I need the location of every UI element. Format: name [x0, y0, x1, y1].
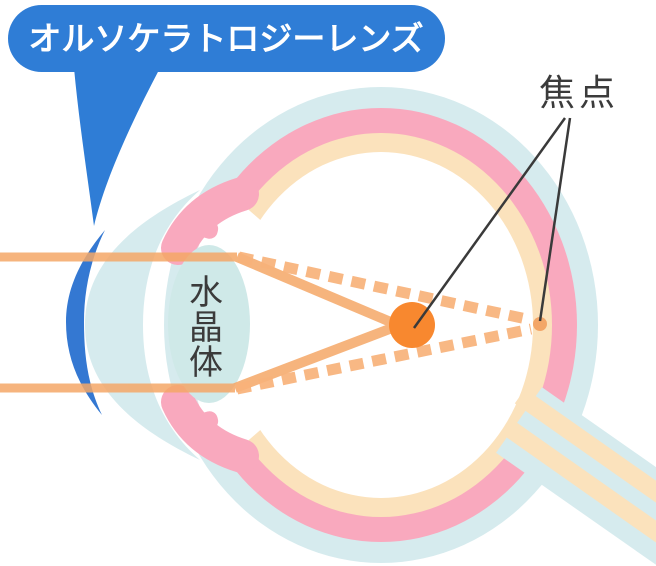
converging-ray-bottom	[233, 320, 402, 393]
lens-label-char-1: 水	[189, 274, 223, 312]
optic-nerve-fiber-lower	[500, 418, 656, 543]
crystalline-lens	[168, 245, 250, 403]
iris-upper	[161, 177, 259, 265]
ortho-k-lens	[66, 230, 105, 415]
light-rays-dashed	[235, 251, 533, 395]
pointer-line-to-retina-dot	[538, 117, 572, 322]
focus-label: 焦点	[539, 72, 619, 113]
speech-bubble-label: オルソケラトロジーレンズ	[28, 20, 423, 57]
ciliary-bump-lower	[195, 411, 219, 431]
dashed-ray-bottom	[235, 323, 533, 395]
ciliary-bump-upper	[195, 219, 219, 239]
converging-ray-top	[235, 252, 402, 331]
speech-bubble	[8, 5, 445, 72]
iris-lower	[161, 385, 259, 473]
speech-bubble-tail	[74, 68, 160, 226]
pointer-line-to-focal-dot	[412, 117, 567, 329]
lens-label-char-3: 体	[189, 344, 223, 382]
optic-nerve-fiber-upper	[514, 388, 656, 503]
optic-nerve	[496, 387, 656, 565]
dashed-ray-top	[237, 251, 533, 326]
lens-label-char-2: 晶	[189, 309, 223, 347]
light-rays-solid	[0, 252, 402, 393]
retina-focal-dot	[533, 317, 547, 331]
